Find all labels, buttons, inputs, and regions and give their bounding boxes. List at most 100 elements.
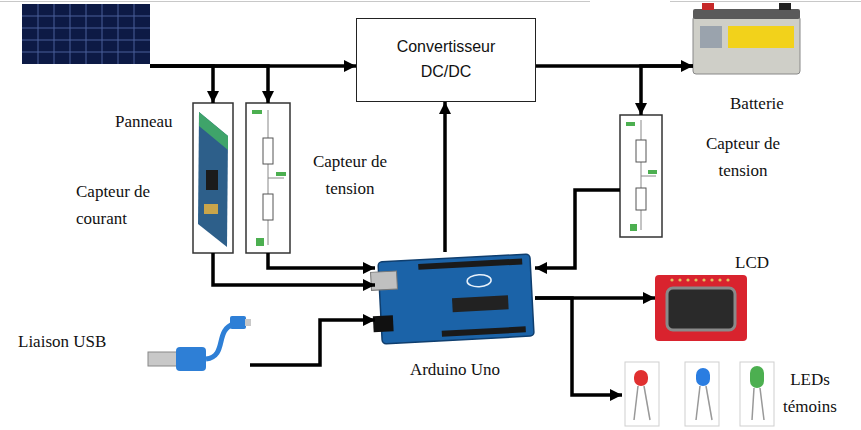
illustration-part: [670, 278, 729, 281]
indicator-led-picture-part: [706, 386, 712, 420]
voltage-sensor-picture-part: [276, 172, 286, 176]
illustration-part-part: [102, 4, 103, 64]
voltage-sensor-picture-part: [636, 188, 646, 210]
usb-cable-picture: [148, 316, 251, 371]
current-sensor-picture: [193, 103, 233, 253]
illustration-part-part: [670, 278, 673, 281]
component-label: Capteur de tension: [698, 130, 788, 184]
signal-arrow: [443, 102, 447, 252]
lcd-module-picture-part: [655, 275, 747, 341]
battery-picture-part: [728, 26, 794, 48]
voltage-sensor-picture: [620, 115, 662, 237]
converter-box: Convertisseur DC/DC: [356, 18, 536, 102]
top-rule-part: [670, 1, 861, 2]
voltage-sensor-picture-part: [263, 138, 273, 164]
battery: Batterie: [693, 2, 801, 76]
top-rule-part: [0, 1, 590, 2]
voltage-sensor-picture-part: [641, 120, 642, 230]
illustration-part-part: [86, 4, 87, 64]
indicator-led-picture-part: [752, 388, 754, 420]
voltage-sensor-picture-part: [256, 238, 264, 246]
component-label: LEDs témoins: [774, 366, 846, 420]
illustration-part-part: [678, 278, 681, 281]
voltage-sensor-picture-part: [648, 170, 657, 174]
usb-link: Liaison USB: [145, 318, 250, 380]
indicator-led-picture: [625, 362, 774, 426]
arduino-board-picture-part: [467, 274, 492, 287]
indicator-led-picture-part: [696, 386, 700, 420]
signal-arrow: [268, 253, 375, 268]
component-label: Capteur de tension: [305, 148, 395, 202]
solar-panel: Panneau: [22, 4, 150, 70]
current-sensor-picture-part: [193, 103, 233, 253]
illustration-part-part: [134, 4, 135, 64]
indicator-led-picture-part: [644, 386, 650, 420]
battery-picture: [693, 3, 800, 74]
indicator-led-picture-part: [750, 366, 764, 388]
battery-picture-part: [693, 16, 800, 74]
box-label: Convertisseur DC/DC: [386, 35, 506, 85]
voltage-sensor-picture: [246, 103, 290, 253]
component-label: LCD: [735, 249, 827, 276]
current-sensor-picture-part: [204, 204, 218, 214]
arduino-board-picture: [370, 254, 534, 344]
battery-picture-part: [779, 3, 791, 10]
arduino-board-picture-part: [371, 271, 398, 290]
battery-picture-part: [700, 26, 722, 48]
component-label: Liaison USB: [18, 328, 123, 355]
voltage-sensor-picture-part: [268, 178, 284, 179]
top-rule: [0, 1, 861, 2]
illustration-part: [22, 4, 150, 64]
illustration-part-part: [710, 278, 713, 281]
usb-cable-picture-part: [176, 347, 206, 371]
voltage-sensor-picture-part: [263, 194, 273, 220]
voltage-sensor-picture-part: [620, 115, 662, 237]
illustration-part-part: [702, 278, 705, 281]
indicator-led-picture-part: [634, 386, 638, 420]
indicator-led-picture-part: [634, 370, 648, 386]
indicator-led-picture-part: [740, 362, 774, 426]
arduino-board-picture-part: [442, 326, 526, 336]
signal-arrow: [150, 66, 213, 103]
current-sensor-picture-part: [199, 112, 228, 150]
arduino-board-picture-part: [373, 315, 394, 332]
voltage-sensor: Capteur de tension: [246, 103, 290, 253]
usb-cable-picture-part: [230, 316, 246, 329]
voltage-sensor-picture-part: [636, 140, 646, 162]
usb-cable-picture-part: [148, 352, 178, 366]
indicator-led-picture-part: [685, 362, 719, 426]
voltage-sensor-picture-part: [252, 110, 262, 114]
illustration-part-part: [54, 4, 55, 64]
illustration-part-part: [686, 278, 689, 281]
usb-cable-picture-part: [206, 324, 234, 359]
signal-arrow: [150, 66, 268, 103]
current-sensor: Capteur de courant: [193, 103, 233, 253]
indicator-leds: LEDs témoins: [622, 358, 774, 428]
lcd-module-picture: [655, 275, 747, 341]
component-label: Capteur de courant: [76, 178, 186, 232]
component-label: Arduino Uno: [375, 356, 535, 383]
component-label: Panneau: [115, 108, 243, 135]
signal-arrow: [535, 298, 622, 395]
illustration-part-part: [726, 278, 729, 281]
solar-panel-picture-part: [22, 4, 150, 64]
voltage-sensor-picture-part: [641, 176, 656, 177]
illustration-part-part: [38, 4, 39, 64]
arduino-board: Arduino Uno: [375, 252, 535, 345]
indicator-led-picture-part: [696, 368, 710, 386]
voltage-sensor-picture-part: [630, 224, 637, 231]
voltage-sensor: Capteur de tension: [620, 115, 662, 237]
illustration-part-part: [70, 4, 71, 64]
arduino-board-picture-part: [452, 295, 509, 312]
indicator-led-picture-part: [625, 362, 659, 426]
signal-arrow: [535, 190, 620, 268]
voltage-sensor-picture-part: [626, 122, 635, 126]
signal-arrow: [213, 253, 375, 285]
arduino-board-picture-part: [418, 258, 522, 269]
battery-picture-part: [702, 3, 714, 10]
voltage-sensor-picture-part: [246, 103, 290, 253]
illustration-part-part: [718, 278, 721, 281]
signal-arrow: [250, 320, 375, 365]
